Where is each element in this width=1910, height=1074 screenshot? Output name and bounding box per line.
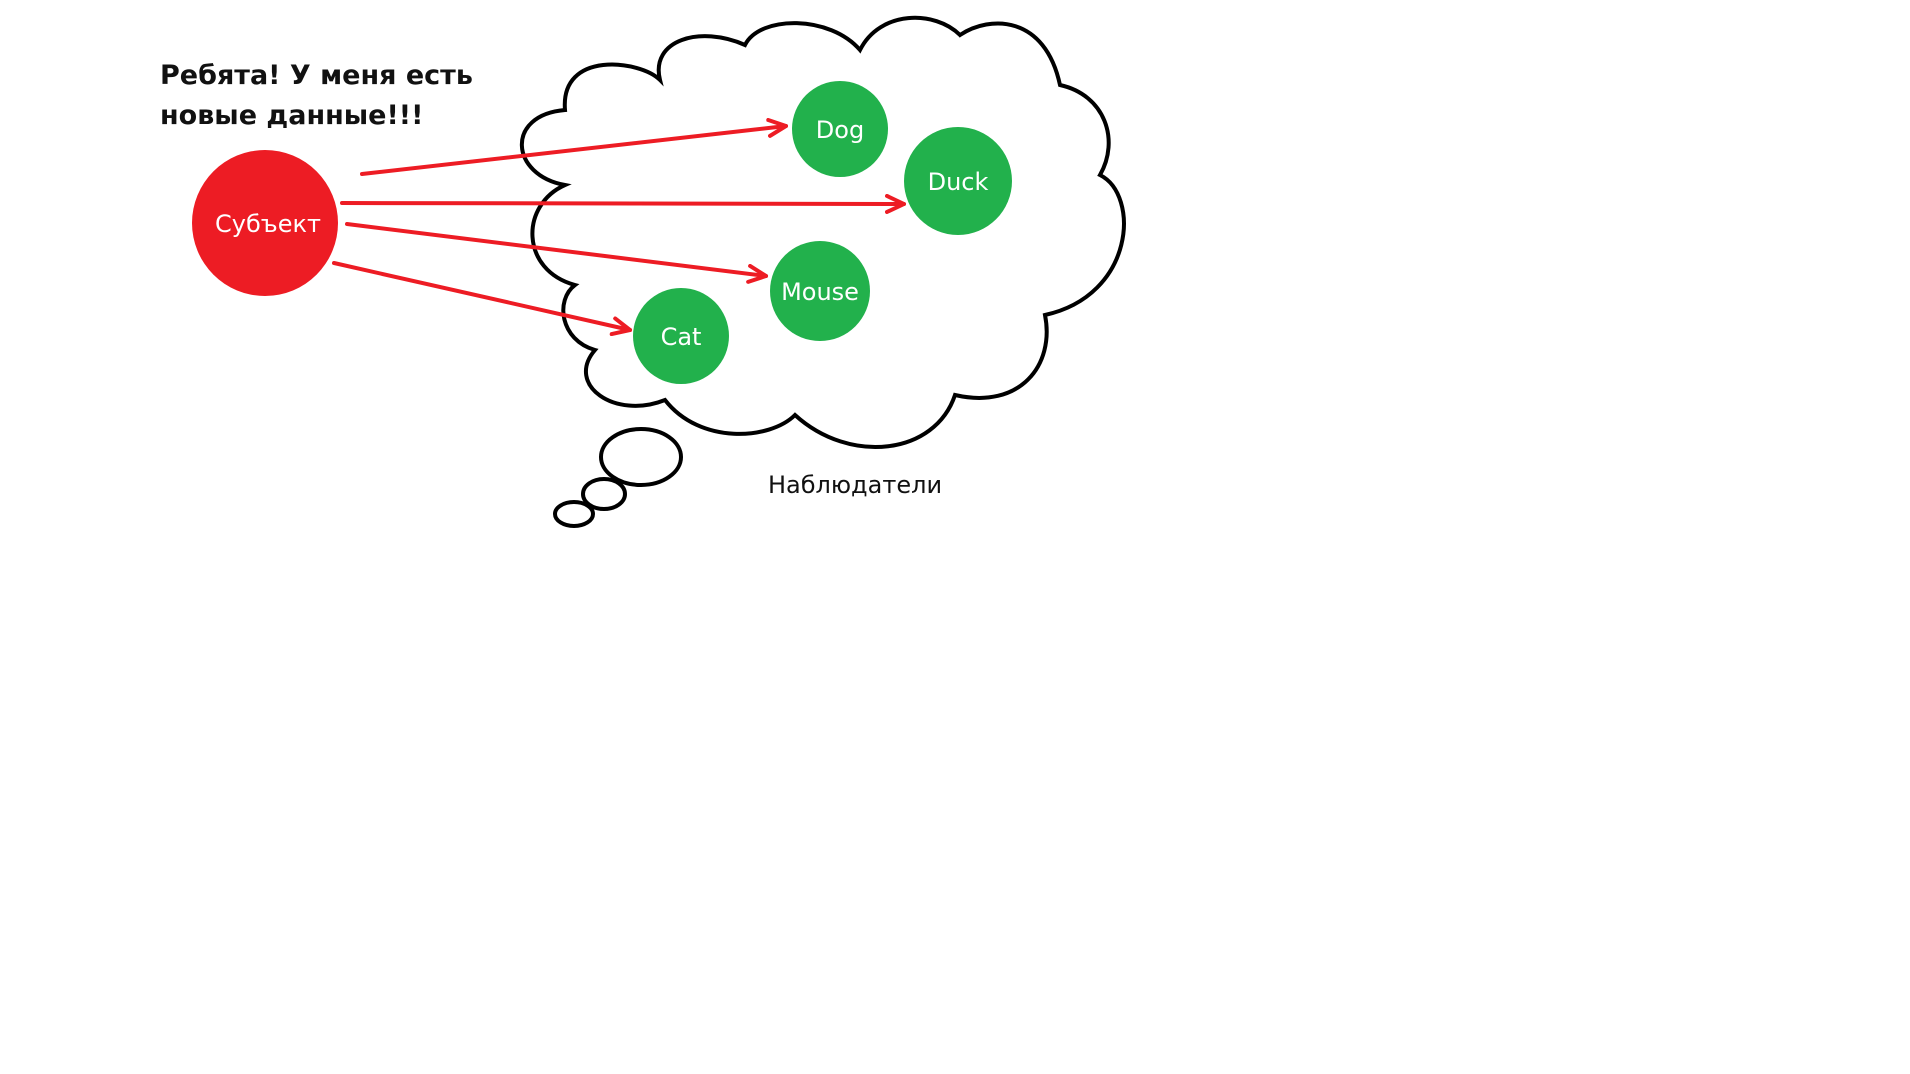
arrow-to-mouse — [345, 222, 768, 284]
subject-label: Субъект — [215, 210, 321, 238]
subject-circle — [192, 150, 338, 296]
thought-bubble-large — [599, 427, 683, 487]
callout-line-2: новые данные!!! — [160, 100, 424, 131]
observer-circle — [633, 288, 729, 384]
observer-label: Mouse — [781, 278, 859, 306]
observer-circle — [904, 127, 1012, 235]
observer-circle — [770, 241, 870, 341]
observer-node-dog: Dog — [792, 81, 888, 177]
observer-label: Dog — [816, 116, 864, 144]
observer-label: Duck — [928, 168, 989, 196]
observer-circle — [792, 81, 888, 177]
observers-caption: Наблюдатели — [768, 471, 942, 499]
subject-node: Субъект — [192, 150, 338, 296]
observer-node-duck: Duck — [904, 127, 1012, 235]
arrow-to-cat — [332, 261, 632, 337]
speech-callout: Ребята! У меня есть новые данные!!! — [160, 56, 473, 136]
observer-node-mouse: Mouse — [770, 241, 870, 341]
notification-arrows — [332, 117, 906, 337]
observer-node-cat: Cat — [633, 288, 729, 384]
thought-bubble-small — [553, 500, 595, 528]
observer-label: Cat — [661, 323, 702, 351]
arrow-to-duck — [340, 193, 906, 214]
thought-bubble-medium — [581, 477, 627, 511]
arrow-to-dog — [360, 117, 788, 176]
callout-line-1: Ребята! У меня есть — [160, 60, 473, 91]
